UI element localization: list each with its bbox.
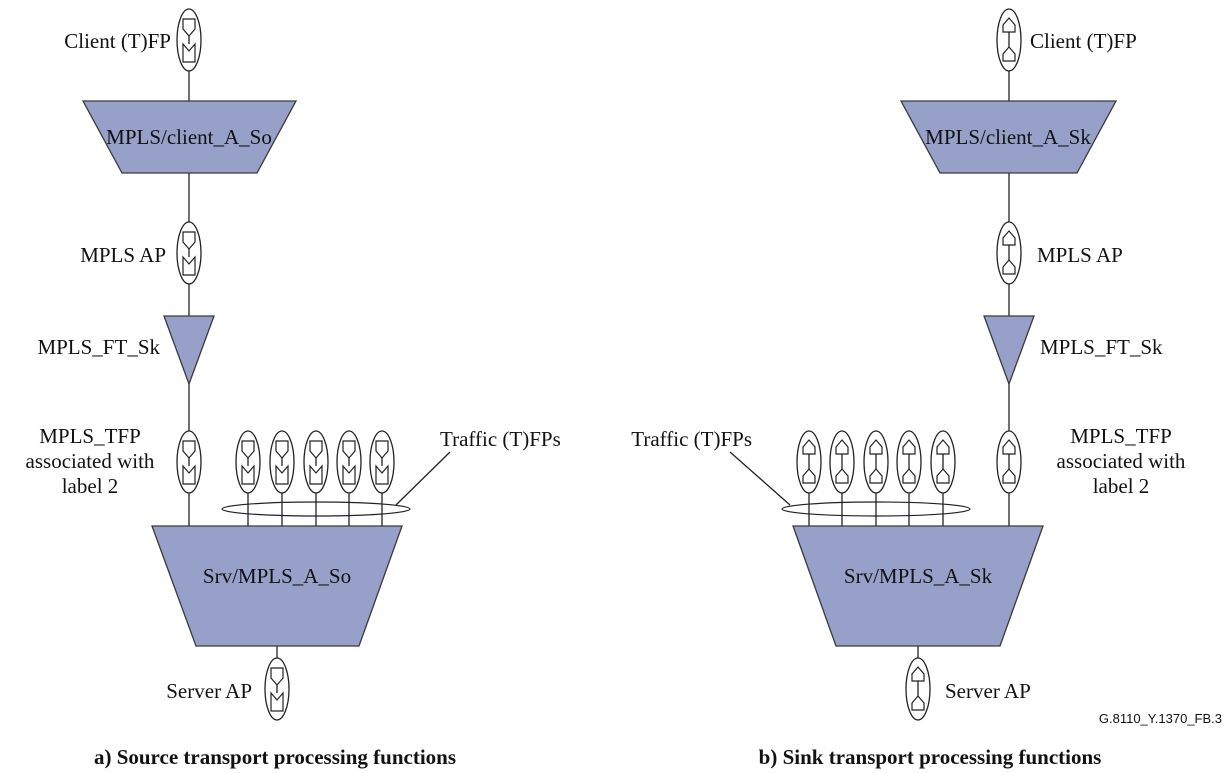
source-traffic-fp-icon: [303, 430, 329, 494]
sink-ap-label: MPLS AP: [1037, 243, 1123, 267]
sink-ft-triangle: [983, 315, 1035, 386]
sink-caption: b) Sink transport processing functions: [759, 745, 1102, 769]
source-tfp-label-3: label 2: [62, 474, 119, 498]
source-tfp-label-2: associated with: [26, 449, 155, 473]
sink-traffic-fp-icon: [796, 430, 822, 494]
sink-tfp-label-3: label 2: [1093, 474, 1150, 498]
source-traffic-fp-icon: [369, 430, 395, 494]
source-client-fp-icon: [176, 8, 202, 72]
source-panel: MPLS/client_A_So Client (T)FP MPLS AP MP…: [26, 8, 561, 769]
source-traffic-fp-icon: [235, 430, 261, 494]
sink-tfp-icon: [996, 430, 1022, 494]
sink-client-fp-icon: [996, 8, 1022, 72]
sink-traffic-fp-icon: [896, 430, 922, 494]
source-ap-icon: [176, 221, 202, 285]
sink-traffic-label: Traffic (T)FPs: [631, 427, 752, 451]
source-client-fp-label: Client (T)FP: [64, 29, 171, 53]
source-adaptation-top: [81, 100, 298, 174]
sink-tfp-label-1: MPLS_TFP: [1070, 424, 1172, 448]
source-ft-label: MPLS_FT_Sk: [37, 335, 160, 359]
source-server-ap-label: Server AP: [166, 679, 252, 703]
sink-server-ap-label: Server AP: [945, 679, 1031, 703]
source-server-ap-icon: [264, 657, 290, 721]
sink-adaptation-bottom-label: Srv/MPLS_A_Sk: [844, 564, 993, 588]
source-traffic-label: Traffic (T)FPs: [440, 427, 561, 451]
source-ft-triangle: [163, 315, 215, 386]
source-caption: a) Source transport processing functions: [94, 745, 456, 769]
source-ap-label: MPLS AP: [80, 243, 166, 267]
sink-client-fp-label: Client (T)FP: [1030, 29, 1137, 53]
figure-code: G.8110_Y.1370_FB.3: [1099, 711, 1222, 726]
sink-adaptation-bottom: [792, 525, 1044, 647]
sink-server-ap-icon: [905, 657, 931, 721]
sink-ap-icon: [996, 221, 1022, 285]
sink-traffic-fp-icon: [829, 430, 855, 494]
source-traffic-fp-icon: [269, 430, 295, 494]
source-tfp-icon: [176, 430, 202, 494]
source-traffic-fp-icon: [336, 430, 362, 494]
sink-adaptation-top-label: MPLS/client_A_Sk: [925, 125, 1091, 149]
sink-traffic-group-ellipse: [781, 501, 971, 517]
source-traffic-leader: [395, 451, 451, 506]
sink-traffic-fp-icon: [863, 430, 889, 494]
source-adaptation-top-label: MPLS/client_A_So: [106, 125, 272, 149]
sink-traffic-leader: [729, 451, 791, 506]
sink-traffic-fp-icon: [930, 430, 956, 494]
source-traffic-group-ellipse: [221, 501, 411, 517]
sink-ft-label: MPLS_FT_Sk: [1040, 335, 1163, 359]
source-adaptation-bottom-label: Srv/MPLS_A_So: [203, 564, 351, 588]
source-adaptation-bottom: [151, 525, 403, 647]
sink-panel: MPLS/client_A_Sk Client (T)FP MPLS AP MP…: [631, 8, 1186, 769]
sink-tfp-label-2: associated with: [1057, 449, 1186, 473]
sink-adaptation-top: [899, 100, 1118, 174]
source-tfp-label-1: MPLS_TFP: [39, 424, 141, 448]
